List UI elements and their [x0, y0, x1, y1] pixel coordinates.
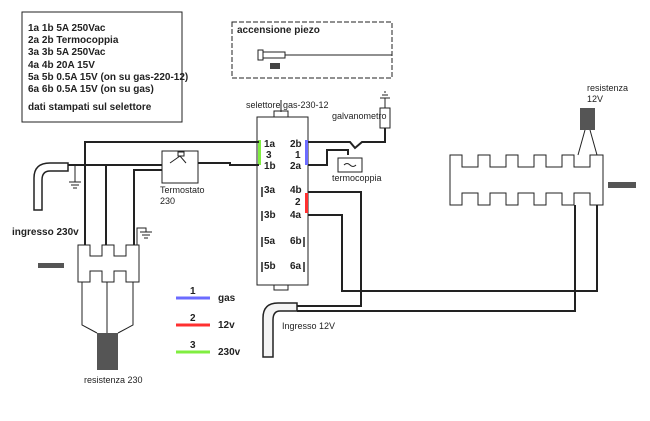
legend: 1 gas 2 12v 3 230v [176, 286, 241, 358]
info-line: 4a 4b 20A 15V [28, 60, 95, 71]
wires-12v [297, 191, 598, 312]
legend-label: 12v [218, 320, 235, 331]
pin-1a: 1a [264, 139, 276, 150]
pin-6b: 6b [290, 236, 302, 247]
info-box: 1a 1b 5A 250Vac 2a 2b Termocoppia 3a 3b … [21, 11, 188, 123]
info-line: 1a 1b 5A 250Vac [28, 23, 106, 34]
group-3-label: 3 [266, 150, 272, 161]
pin-3b: 3b [264, 210, 276, 221]
thermocouple-circuit: termocoppia galvanometro [308, 91, 391, 183]
legend-num: 2 [190, 313, 196, 324]
cable-12v-label: Ingresso 12V [282, 321, 335, 331]
thermostat-label-voltage: 230 [160, 196, 175, 206]
resistor-12v-label-voltage: 12V [587, 94, 603, 104]
pin-4b: 4b [290, 185, 302, 196]
piezo-title: accensione piezo [237, 25, 320, 36]
resistor-12v-label: resistenza [587, 83, 628, 93]
resistor-12v-icon [580, 108, 595, 130]
galvanometer-label: galvanometro [332, 111, 387, 121]
resistor-230-icon [97, 333, 118, 370]
cable-230v: ingresso 230v [12, 162, 79, 238]
pin-4a: 4a [290, 210, 302, 221]
legend-num: 3 [190, 340, 196, 351]
thermocouple-label: termocoppia [332, 173, 382, 183]
piezo-icon [270, 63, 280, 69]
info-line: 5a 5b 0.5A 15V (on su gas-220-12) [28, 72, 188, 83]
cable-230v-label: ingresso 230v [12, 227, 79, 238]
terminal-block-12v: resistenza 12V [449, 83, 636, 206]
info-footer: dati stampati sul selettore [28, 102, 152, 113]
wires-230v [68, 141, 259, 245]
legend-label: 230v [218, 347, 241, 358]
pin-2a: 2a [290, 161, 302, 172]
pin-5b: 5b [264, 261, 276, 272]
legend-label: gas [218, 293, 236, 304]
selector-switch: selettore gas-230-12 1a 3 1b 2b 1 2a 3a … [246, 100, 329, 291]
terminal-block-230: resistenza 230 [38, 244, 143, 385]
info-line: 2a 2b Termocoppia [28, 35, 119, 46]
pin-5a: 5a [264, 236, 276, 247]
cable-12v: Ingresso 12V [262, 302, 335, 358]
group-2-label: 2 [295, 197, 301, 208]
piezo-box: accensione piezo [231, 21, 393, 79]
legend-num: 1 [190, 286, 196, 297]
thermostat: Termostato 230 [160, 150, 205, 206]
pin-6a: 6a [290, 261, 302, 272]
resistor-230-label: resistenza 230 [84, 375, 143, 385]
thermostat-label: Termostato [160, 185, 205, 195]
group-1-marker [305, 140, 308, 165]
pin-2b: 2b [290, 139, 302, 150]
group-3-marker [258, 140, 261, 165]
pin-1b: 1b [264, 161, 276, 172]
info-line: 6a 6b 0.5A 15V (on su gas) [28, 84, 154, 95]
info-line: 3a 3b 5A 250Vac [28, 47, 106, 58]
selector-label: selettore gas-230-12 [246, 100, 329, 110]
group-2-marker [305, 193, 308, 213]
group-1-label: 1 [295, 150, 301, 161]
pin-3a: 3a [264, 185, 276, 196]
